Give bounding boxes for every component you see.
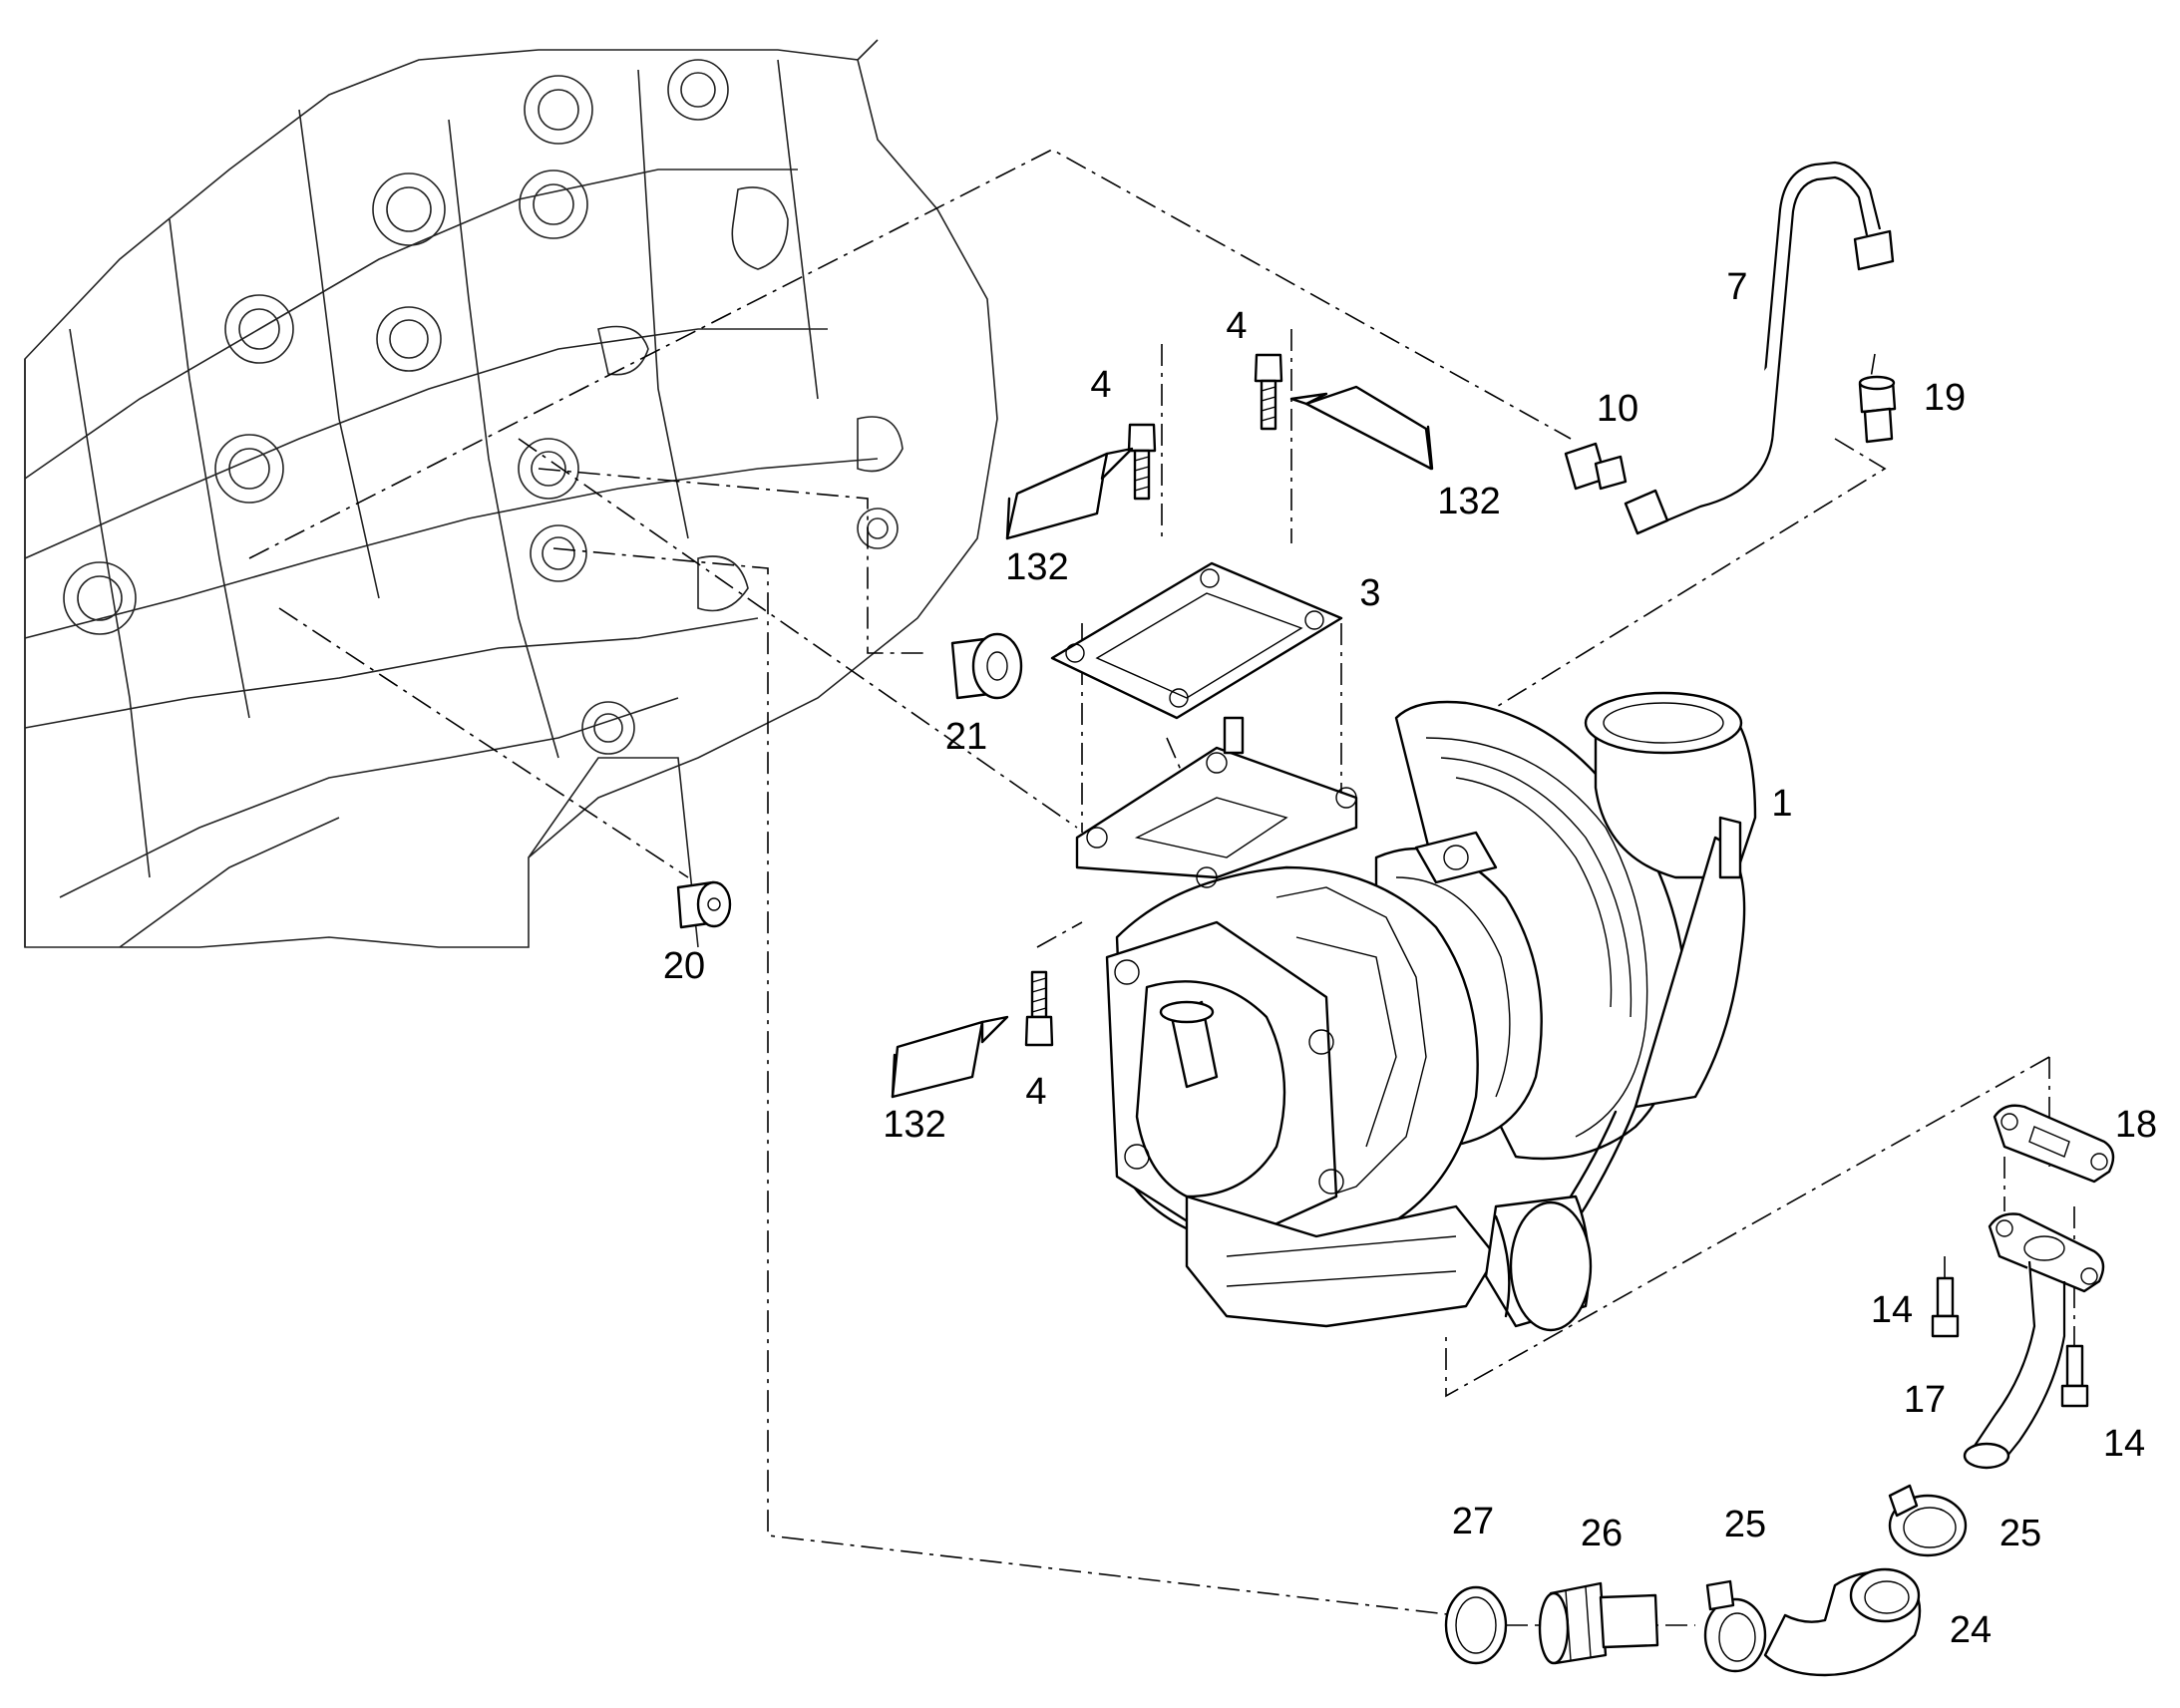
callout-25-b: 25	[1999, 1513, 2041, 1554]
fitting-19	[1858, 375, 1897, 444]
bolt-4-b	[1254, 353, 1283, 431]
hose-24	[1763, 1567, 1922, 1677]
plug-21	[950, 632, 1023, 700]
callout-25-a: 25	[1724, 1504, 1766, 1545]
adapter-26	[1538, 1581, 1659, 1665]
callout-21: 21	[945, 716, 987, 758]
callout-4-c: 4	[1025, 1071, 1046, 1113]
callout-132-b: 132	[1437, 481, 1500, 522]
callout-14-a: 14	[1871, 1289, 1913, 1331]
callout-132-a: 132	[1005, 546, 1068, 588]
bolt-4-c	[1024, 970, 1054, 1047]
engine-block	[24, 39, 998, 948]
gasket-18	[1993, 1104, 2115, 1184]
hose-clamp-25-b	[1703, 1579, 1767, 1673]
callout-7: 7	[1726, 266, 1747, 308]
sealant-tube-132-b	[1289, 385, 1434, 471]
callout-27: 27	[1452, 1501, 1494, 1542]
plug-20	[676, 880, 732, 929]
hose-clamp-25-a	[1888, 1484, 1968, 1557]
sealant-tube-132-c	[891, 1015, 1009, 1099]
callout-18: 18	[2115, 1104, 2157, 1146]
callout-20: 20	[663, 945, 705, 987]
seal-ring-27	[1444, 1585, 1508, 1665]
callout-4-a: 4	[1090, 364, 1111, 406]
turbocharger	[1075, 691, 1757, 1332]
oil-drain-pipe-17	[1963, 1212, 2105, 1470]
callout-17: 17	[1904, 1379, 1946, 1421]
callout-4-b: 4	[1226, 305, 1247, 347]
callout-10: 10	[1597, 388, 1638, 430]
bolt-4-a	[1127, 423, 1157, 501]
bolt-14-a	[1931, 1276, 1960, 1338]
callout-1: 1	[1771, 783, 1792, 825]
callout-labels: 1 3 4 4 4 7 10 14 14 17 18 19 20 21 24 2…	[663, 266, 2157, 1651]
callout-24: 24	[1950, 1609, 1992, 1651]
callout-14-b: 14	[2103, 1423, 2145, 1465]
callout-132-c: 132	[883, 1104, 945, 1146]
callout-19: 19	[1924, 377, 1966, 419]
oil-feed-line-7	[1624, 161, 1895, 535]
assembly-lines	[248, 149, 2075, 1626]
sealant-tube-132-a	[1005, 447, 1134, 540]
callout-26: 26	[1581, 1513, 1623, 1554]
gasket-3	[1050, 561, 1343, 720]
callout-3: 3	[1359, 572, 1380, 614]
fitting-10	[1564, 442, 1628, 491]
bolt-14-b	[2060, 1344, 2089, 1408]
